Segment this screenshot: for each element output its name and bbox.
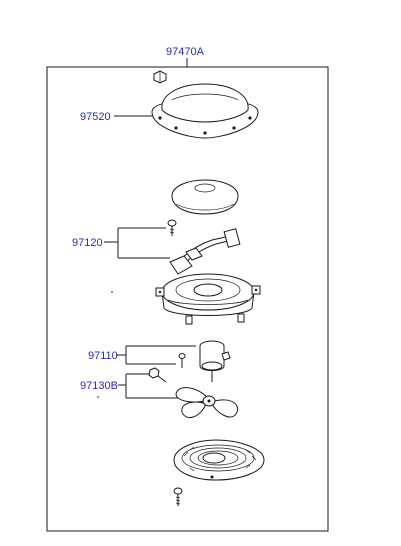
- bottom-plate: [173, 439, 265, 481]
- label-cover: 97520: [80, 111, 111, 123]
- label-assembly: 97470A: [166, 46, 205, 58]
- motor-part: [199, 340, 231, 382]
- label-housing: 97120: [72, 237, 103, 249]
- label-motor: 97110: [88, 350, 118, 362]
- screw-housing: [167, 219, 177, 236]
- assembly-frame: [46, 66, 329, 532]
- label-fan-bolt: 97130B: [80, 380, 118, 392]
- screw-bottom: [173, 487, 183, 506]
- housing-dome: [171, 179, 239, 215]
- fan-bolt-part: [148, 367, 167, 383]
- fan-part: [97, 387, 238, 419]
- screw-motor: [178, 353, 186, 368]
- housing-body: [111, 228, 261, 325]
- cover-part: [151, 70, 259, 139]
